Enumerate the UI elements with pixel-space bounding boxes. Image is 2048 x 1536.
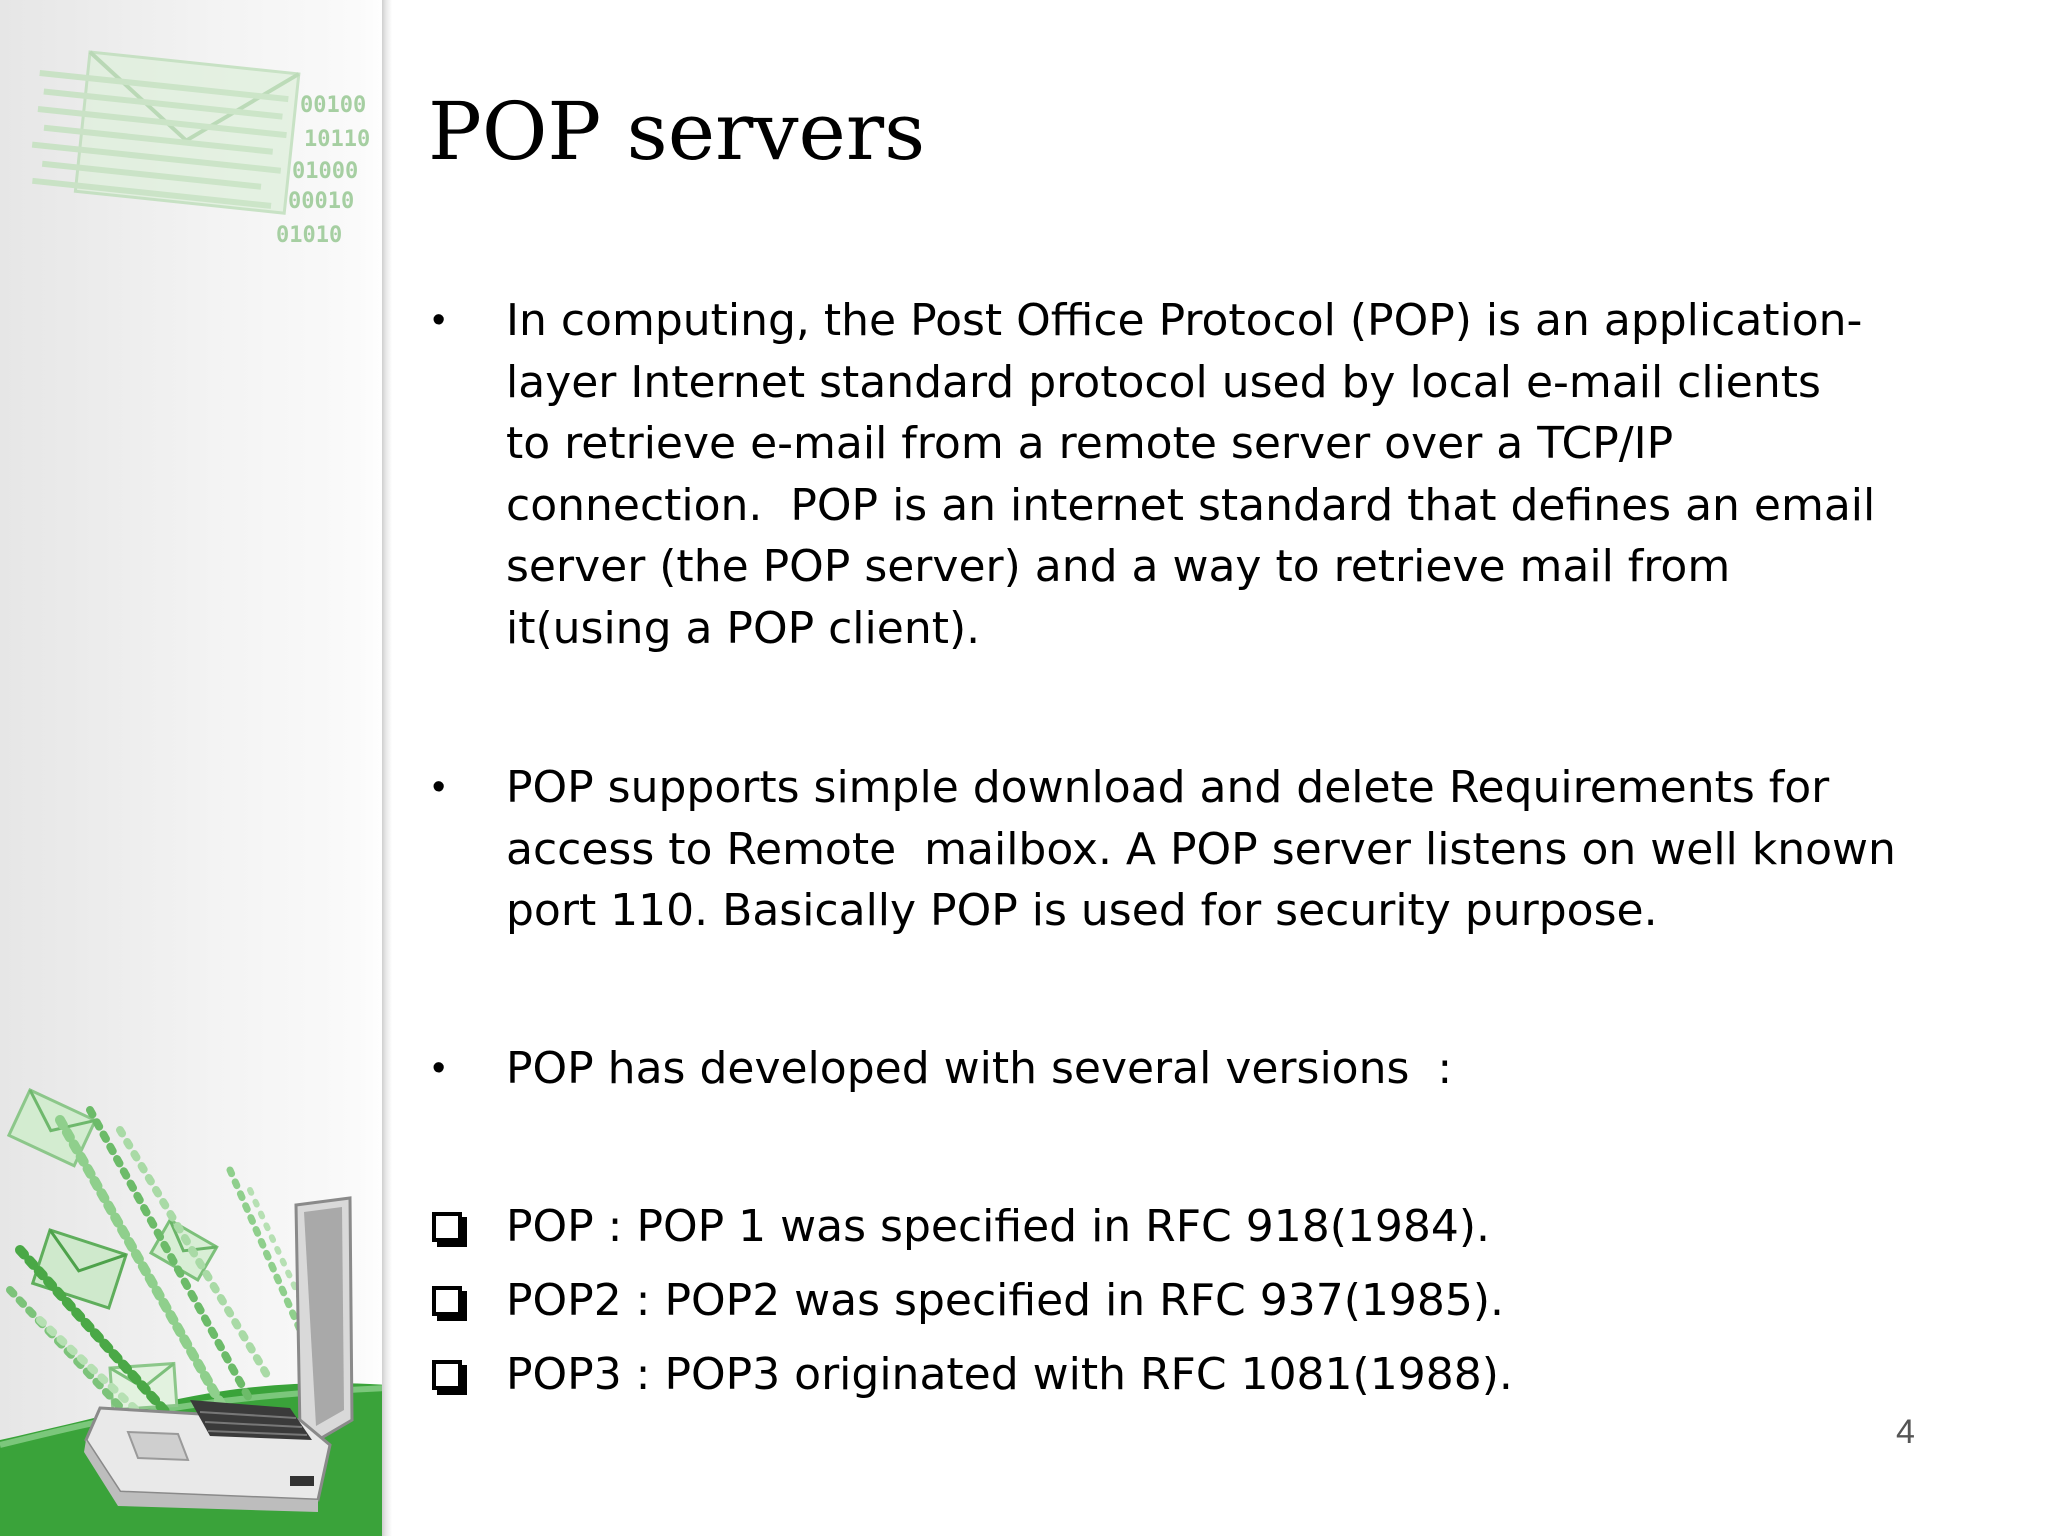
version-text: POP2 : POP2 was specified in RFC 937(198… [506,1275,1505,1326]
binary-digits-icon: 00100 10110 01000 00010 01010 [276,93,370,248]
flying-envelopes-icon [6,1088,219,1412]
bullet-text: POP supports simple download and delete … [506,762,1896,936]
decorative-sidebar: 00100 10110 01000 00010 01010 [0,0,388,1536]
page-number: 4 [1896,1413,1915,1451]
bullet-text: In computing, the Post Office Protocol (… [506,295,1876,654]
svg-text:01010: 01010 [276,223,342,248]
bullet-marker: • [432,766,446,808]
laptop-icon [84,1196,354,1512]
checkbox-bullet-icon [432,1212,462,1242]
envelope-icon [31,50,301,215]
svg-text:01000: 01000 [292,159,358,184]
svg-text:00010: 00010 [288,189,354,214]
version-text: POP : POP 1 was specified in RFC 918(198… [506,1201,1491,1252]
bullet-marker: • [432,299,446,341]
svg-text:10110: 10110 [304,127,370,152]
checkbox-bullet-icon [432,1286,462,1316]
bullet-marker: • [432,1047,446,1089]
sidebar-divider [382,0,392,1536]
version-text: POP3 : POP3 originated with RFC 1081(198… [506,1349,1513,1400]
sidebar-artwork: 00100 10110 01000 00010 01010 [0,50,388,1536]
slide-title: POP servers [428,85,926,178]
svg-text:00100: 00100 [300,93,366,118]
bullet-text: POP has developed with several versions … [506,1043,1453,1094]
checkbox-bullet-icon [432,1360,462,1390]
